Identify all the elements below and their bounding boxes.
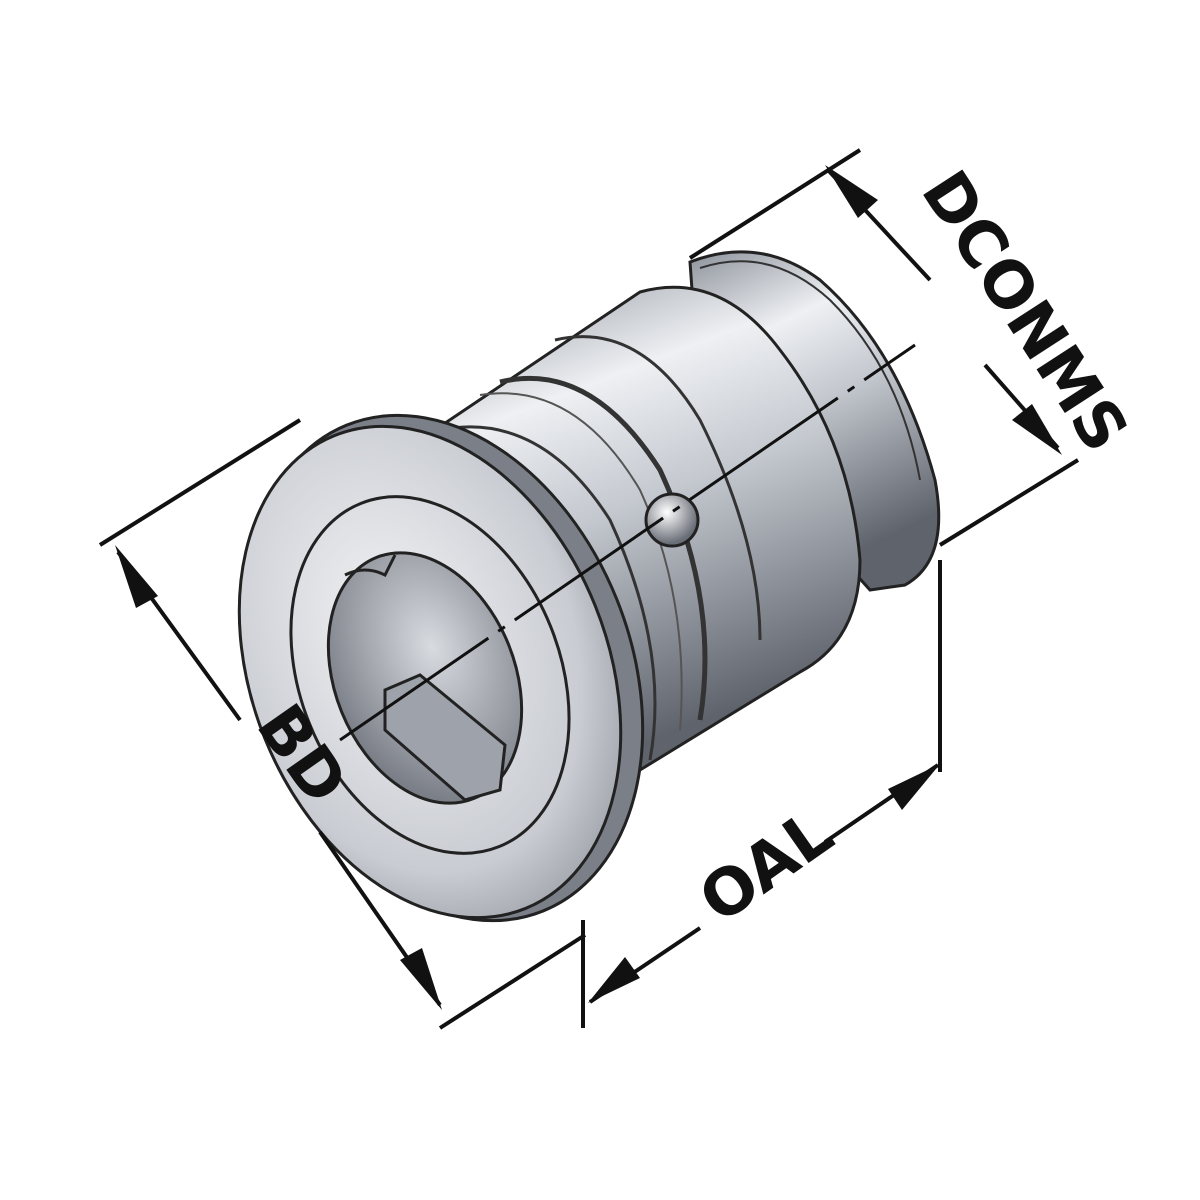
center-axis-line <box>339 343 916 742</box>
bore <box>326 551 524 805</box>
bd-dimension <box>98 418 587 1030</box>
oal-label: OAL <box>687 795 847 938</box>
dconms-dimension <box>688 148 1080 547</box>
detent-ball <box>644 492 700 548</box>
oal-dimension <box>581 560 942 1028</box>
